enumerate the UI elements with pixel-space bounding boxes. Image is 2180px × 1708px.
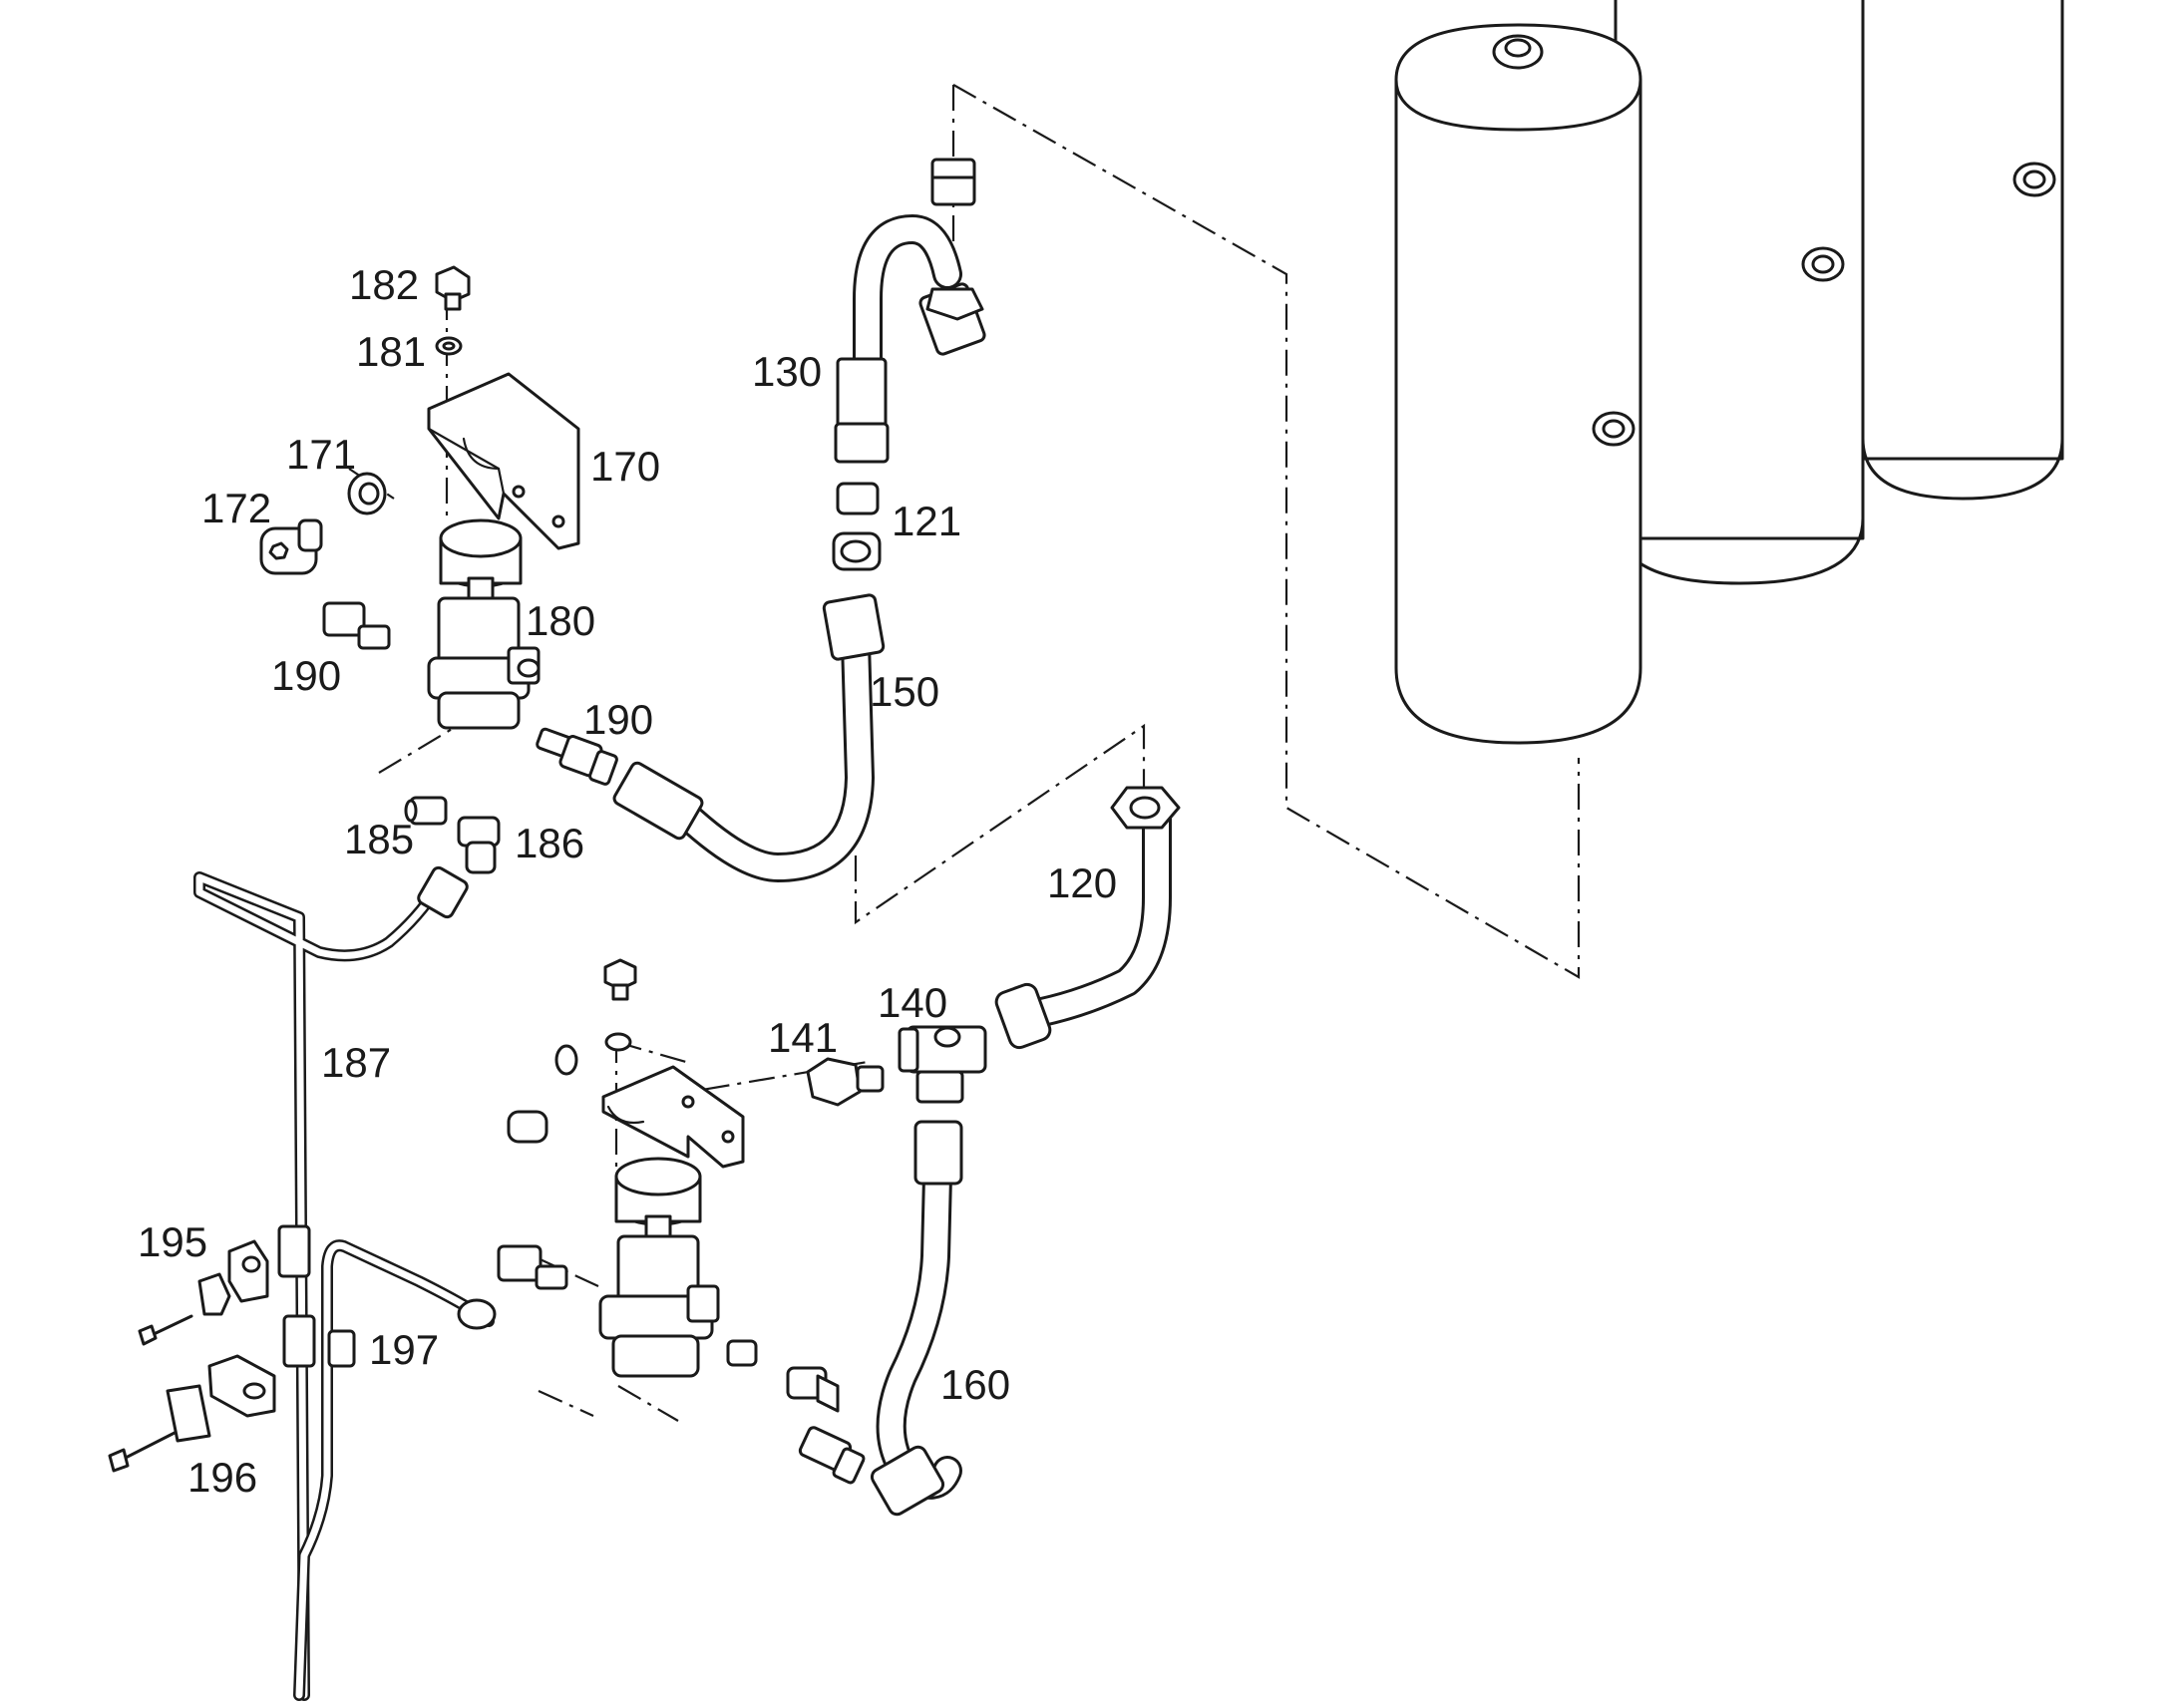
air-tank-front [1394,23,1642,745]
bracket-170 [427,372,580,550]
valve-lower [598,1157,720,1378]
clamp-195 [138,1239,269,1346]
tee-fitting-140 [898,1025,987,1104]
connector-lower-left [497,1244,568,1290]
bolt-182 [435,265,471,311]
valve-180 [427,518,541,730]
clamp-197 [277,1224,356,1368]
washer-lower [604,1032,632,1052]
hose-120 [994,786,1181,1050]
callout-190-lower: 190 [583,696,653,743]
screw-172 [259,518,323,575]
callout-150: 150 [870,668,939,715]
hose-160 [870,1120,963,1517]
tube-187 [193,865,469,1701]
bolt-lower [603,958,637,1001]
callout-141: 141 [768,1014,838,1061]
callout-182: 182 [349,261,419,308]
connector-190-upper-left [322,601,391,650]
connector-lower-bottom [798,1426,866,1485]
callout-labels: 182 181 171 170 172 180 190 190 185 186 … [138,261,1117,1501]
air-tank-middle [1614,0,1865,585]
elbow-186 [457,816,501,874]
fitting-lower-right [726,1339,840,1413]
fitting-130-top [930,158,976,206]
callout-121: 121 [892,498,961,544]
washer-lower-side [554,1044,578,1076]
hose-130 [834,214,986,464]
air-tank-rear [1861,0,2064,501]
fitting-121 [832,482,882,571]
connector-190-upper-right [536,727,618,786]
callout-196: 196 [187,1454,257,1501]
callout-181: 181 [356,328,426,375]
tube-187-lower [293,1239,497,1701]
callout-160: 160 [940,1361,1010,1408]
fitting-185 [404,796,448,826]
callout-185: 185 [344,816,414,862]
callout-190-upper: 190 [271,652,341,699]
clamp-196 [108,1354,276,1473]
callout-120: 120 [1047,859,1117,906]
screw-lower [507,1110,548,1144]
callout-171: 171 [286,431,356,478]
callout-187: 187 [321,1039,391,1086]
callout-172: 172 [201,485,271,531]
washer-171 [347,472,387,515]
callout-130: 130 [752,348,822,395]
adapter-141 [806,1057,885,1107]
bracket-lower [601,1065,745,1169]
hose-150 [612,593,886,882]
callout-197: 197 [369,1326,439,1373]
callout-195: 195 [138,1218,207,1265]
callout-180: 180 [526,597,595,644]
callout-140: 140 [878,979,947,1026]
washer-181 [435,336,463,356]
callout-186: 186 [515,820,584,866]
callout-170: 170 [590,443,660,490]
